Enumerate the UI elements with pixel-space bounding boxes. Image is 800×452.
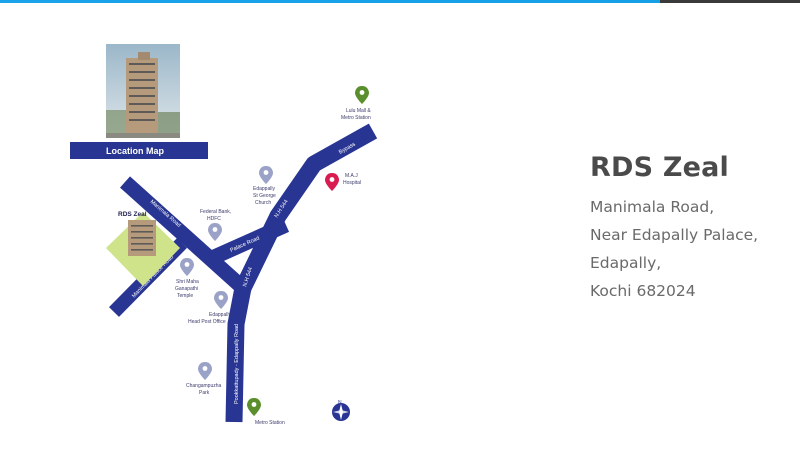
- project-info: RDS Zeal Manimala Road, Near Edapally Pa…: [590, 152, 795, 305]
- landmark-bank: Federal Bank, HDFC: [200, 209, 233, 222]
- map-pin-park-icon: [198, 362, 212, 380]
- address-line: Near Edapally Palace,: [590, 226, 759, 244]
- top-accent-bar: [0, 0, 800, 3]
- landmark-park: Changampuzha Park: [186, 383, 223, 396]
- location-map-banner-label: Location Map: [106, 146, 165, 156]
- landmark-lulu: Lulu Mall & Metro Station: [341, 108, 372, 121]
- project-marker: RDS Zeal: [106, 211, 180, 286]
- landmark-church: Edappally St George Church: [253, 186, 277, 206]
- landmark-maj: M.A.J Hospital: [343, 173, 361, 186]
- road-label-nh-lower: N.H 544: [242, 267, 254, 288]
- road-nh-bypass: [235, 123, 378, 292]
- road-pookkattupady: [225, 286, 252, 423]
- map-pin-temple-icon: [180, 258, 194, 276]
- top-accent-bar-blue: [0, 0, 660, 3]
- address-line: Kochi 682024: [590, 282, 696, 300]
- map-pin-post-icon: [214, 291, 228, 309]
- map-pin-bank-icon: [208, 223, 222, 241]
- road-manimala: [119, 176, 249, 294]
- address-line: Edapally,: [590, 254, 662, 272]
- svg-text:N: N: [338, 400, 342, 406]
- top-accent-bar-dark: [660, 0, 800, 3]
- project-address: Manimala Road, Near Edapally Palace, Eda…: [590, 193, 795, 305]
- map-pin-church-icon: [259, 166, 273, 184]
- map-pin-lulu-icon: [355, 86, 369, 104]
- address-line: Manimala Road,: [590, 198, 715, 216]
- map-pin-maj-icon: [325, 173, 339, 191]
- project-marker-label: RDS Zeal: [118, 211, 147, 218]
- landmark-metro: Metro Station: [255, 420, 285, 426]
- landmark-post: Edappally Head Post Office: [188, 312, 232, 325]
- location-map-banner: Location Map: [70, 142, 208, 159]
- map-pin-metro-icon: [247, 398, 261, 416]
- road-label-pookkattupady: Pookkattupady - Edappally Road: [234, 324, 240, 404]
- landmark-temple: Shri Maha Ganapathi Temple: [175, 279, 200, 299]
- building-photo: [106, 44, 180, 138]
- project-title: RDS Zeal: [590, 152, 730, 183]
- compass-icon: N: [332, 400, 350, 421]
